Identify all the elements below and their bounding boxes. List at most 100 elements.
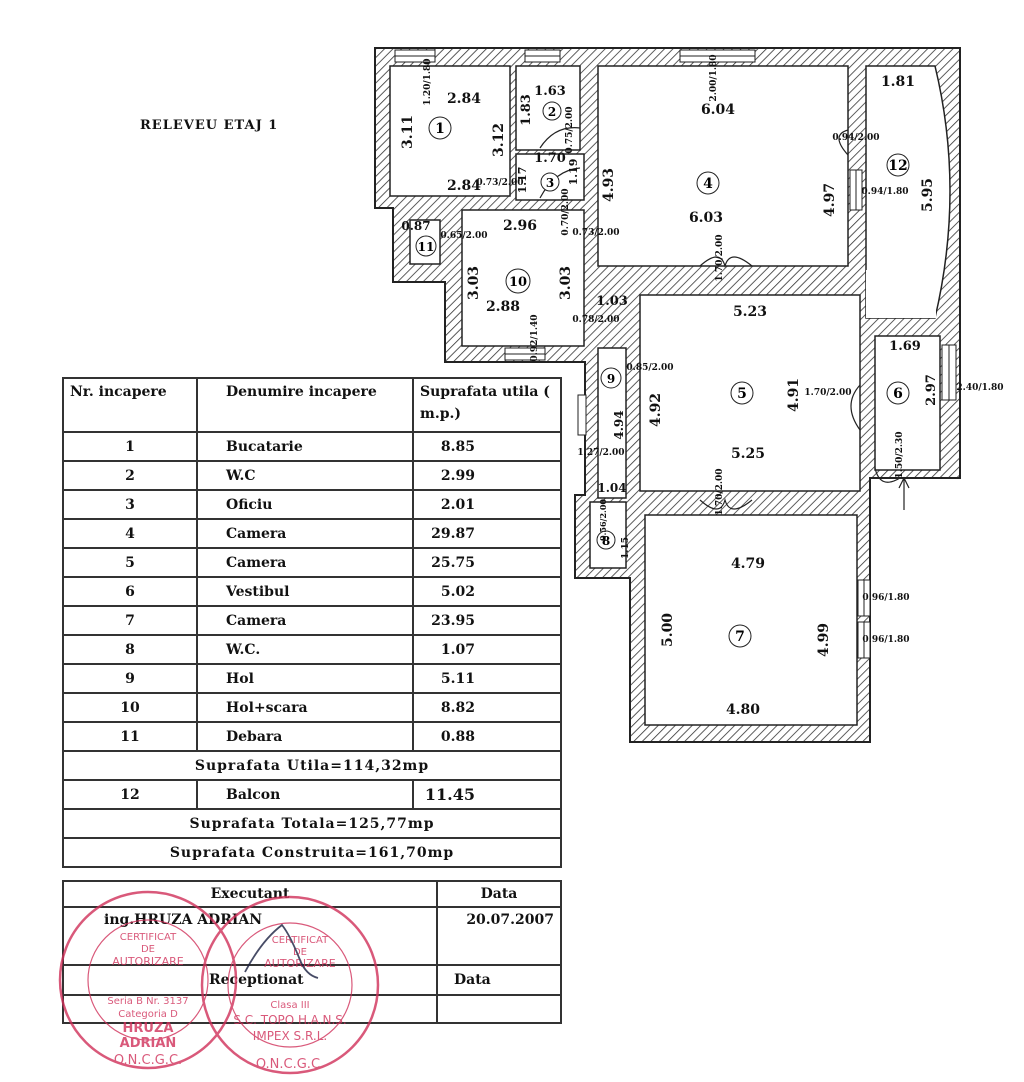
dim: 4.94 xyxy=(612,410,626,439)
cell-area: 1.07 xyxy=(412,634,562,665)
table-row-balcon: 12 Balcon 11.45 xyxy=(62,779,562,810)
dim: 4.97 xyxy=(822,183,838,217)
dim: 4.79 xyxy=(731,556,765,572)
room-number: 2 xyxy=(548,105,556,119)
room-number: 1 xyxy=(435,121,445,137)
dim: 4.93 xyxy=(601,168,617,202)
executant-label: Executant xyxy=(62,880,438,908)
dim: 3.12 xyxy=(491,123,507,157)
rooms-table: Nr. incapere Denumire incapere Suprafata… xyxy=(62,377,562,868)
dim: 1.70/2.00 xyxy=(804,388,851,398)
cell-name: Hol+scara xyxy=(196,692,414,723)
room-number: 3 xyxy=(546,176,554,190)
dim: 4.99 xyxy=(816,623,832,657)
dim: 0.96/1.80 xyxy=(862,635,909,645)
windows xyxy=(394,49,957,659)
svg-text:IMPEX S.R.L.: IMPEX S.R.L. xyxy=(253,1029,327,1043)
cell-area: 5.11 xyxy=(412,663,562,694)
dim: 0.85/2.00 xyxy=(626,363,673,373)
dim: 6.04 xyxy=(701,102,735,118)
cell-area: 29.87 xyxy=(412,518,562,549)
cell-nr: 6 xyxy=(62,576,198,607)
cell-name: Vestibul xyxy=(196,576,414,607)
dim: 0.94/1.80 xyxy=(861,187,908,197)
dim: 0.96/1.80 xyxy=(862,593,909,603)
dim: 1.63 xyxy=(534,84,566,99)
dim: 0.78/2.00 xyxy=(572,315,619,325)
cell-area: 0.88 xyxy=(412,721,562,752)
entrance-arrowhead-icon xyxy=(898,476,910,489)
dim: 5.25 xyxy=(731,446,765,462)
dim: 2.00/1.80 xyxy=(709,54,719,101)
cell-name: Hol xyxy=(196,663,414,694)
data-label-2: Data xyxy=(436,964,562,996)
signature-table: Executant Data ing.HRUZA ADRIAN 20.07.20… xyxy=(62,880,562,1024)
dim: 1.70 xyxy=(534,151,566,166)
dim: 4.91 xyxy=(786,378,802,412)
cell-area: 8.85 xyxy=(412,431,562,462)
data-label: Data xyxy=(436,880,562,908)
room-number: 4 xyxy=(703,176,713,192)
dim: 2.97 xyxy=(924,374,939,406)
dim: 6.03 xyxy=(689,210,723,226)
receptionat-date xyxy=(436,994,562,1024)
cell-area: 8.82 xyxy=(412,692,562,723)
cell-area: 25.75 xyxy=(412,547,562,578)
floor-plan: 1 2 3 4 5 6 7 8 9 10 11 12 2.84 2.84 3.1… xyxy=(374,47,1004,743)
dim: 2.84 xyxy=(447,178,481,194)
drawing-title: RELEVEU ETAJ 1 xyxy=(140,118,279,133)
dim: 0.73/2.00 xyxy=(476,178,523,188)
dim: 1.03 xyxy=(596,294,628,309)
cell-area: 11.45 xyxy=(412,779,562,810)
dim: 1.15 xyxy=(621,537,631,559)
svg-text:ADRIAN: ADRIAN xyxy=(120,1036,177,1051)
dim: 0.75/2.00 xyxy=(565,106,575,153)
svg-text:O.N.C.G.C.: O.N.C.G.C. xyxy=(114,1053,182,1068)
dim: 4.92 xyxy=(648,393,664,427)
dim: 1.17 xyxy=(516,167,529,194)
header-name: Denumire incapere xyxy=(196,377,414,433)
cell-nr: 3 xyxy=(62,489,198,520)
dim: 2.84 xyxy=(447,91,481,107)
dim: 5.00 xyxy=(660,613,676,647)
cell-area: 2.99 xyxy=(412,460,562,491)
cell-name: Balcon xyxy=(196,779,414,810)
dim: 2.40/1.80 xyxy=(956,383,1003,393)
dim: 2.88 xyxy=(486,299,520,315)
dim: 0.56/2.00 xyxy=(598,499,608,541)
cell-name: W.C. xyxy=(196,634,414,665)
receptionat-label: Receptionat xyxy=(62,964,438,996)
header-nr: Nr. incapere xyxy=(62,377,198,433)
dim: 1.19 xyxy=(567,159,580,186)
room-number: 5 xyxy=(737,386,747,402)
cell-nr: 11 xyxy=(62,721,198,752)
cell-name: Bucatarie xyxy=(196,431,414,462)
dim: 1.83 xyxy=(519,94,534,126)
cell-nr: 12 xyxy=(62,779,198,810)
dim: 1.70/2.00 xyxy=(715,468,725,515)
dimension-labels: 2.84 2.84 3.11 3.12 1.20/1.80 1.63 1.83 … xyxy=(400,54,1004,718)
doors xyxy=(539,127,901,510)
room-number: 8 xyxy=(602,534,610,548)
dim: 0.92/1.40 xyxy=(530,314,540,361)
cell-nr: 5 xyxy=(62,547,198,578)
receptionat-value xyxy=(62,994,438,1024)
dim: 1.81 xyxy=(881,74,915,90)
cell-nr: 10 xyxy=(62,692,198,723)
dim: 1.27/2.00 xyxy=(577,448,624,458)
dim: 1.04 xyxy=(597,481,626,495)
cell-name: Debara xyxy=(196,721,414,752)
svg-text:O.N.C.G.C.: O.N.C.G.C. xyxy=(256,1057,324,1072)
room-number: 6 xyxy=(893,386,903,402)
room-number: 12 xyxy=(888,158,907,174)
dim: 1.20/1.80 xyxy=(423,58,433,105)
room-interiors xyxy=(389,65,951,726)
cell-nr: 4 xyxy=(62,518,198,549)
room-number: 10 xyxy=(509,275,527,290)
